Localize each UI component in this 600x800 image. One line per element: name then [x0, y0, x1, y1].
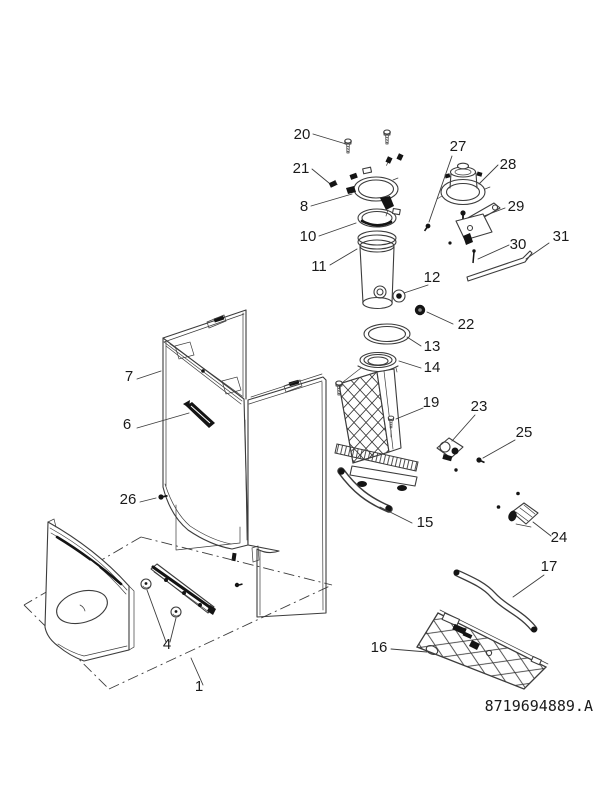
flue-adapter-tube-11	[357, 230, 397, 310]
callout-leader-lines	[136, 133, 552, 686]
igniter-24	[496, 491, 539, 528]
cabinet-shell	[162, 309, 327, 618]
support-bar-17	[453, 569, 538, 633]
tube-side-port	[373, 285, 387, 299]
rod-31	[466, 250, 533, 282]
gasket-ring-13	[363, 323, 411, 345]
callout-12: 12	[424, 269, 441, 286]
document-number: 8719694889.A	[485, 697, 593, 715]
screw-25	[476, 457, 485, 464]
screw-27	[423, 223, 431, 232]
rating-label-sticker	[183, 400, 215, 428]
callout-1: 1	[195, 678, 203, 695]
panel-logo-oval	[56, 589, 108, 625]
callout-11: 11	[311, 258, 327, 275]
bracket-29	[448, 202, 501, 245]
callout-6: 6	[123, 416, 131, 433]
callout-labels: 20 21 8 10 11 27 28 29 30 31 12 22 13 14…	[120, 126, 570, 695]
callout-24: 24	[551, 529, 568, 546]
air-device-28	[436, 162, 491, 221]
callout-20: 20	[294, 126, 311, 143]
callout-30: 30	[510, 236, 527, 253]
base-plate-16	[416, 609, 549, 690]
cabinet-screw	[234, 582, 243, 588]
flue-screws-top	[344, 129, 404, 166]
plug-21	[328, 179, 338, 188]
pin-30	[472, 249, 476, 264]
nut-22	[414, 304, 426, 316]
callout-7: 7	[125, 368, 133, 385]
callout-13: 13	[424, 338, 441, 355]
callout-19: 19	[423, 394, 440, 411]
callout-16: 16	[371, 639, 388, 656]
callout-28: 28	[500, 156, 517, 173]
screw-19	[387, 415, 395, 438]
casing-screw-26	[158, 494, 168, 500]
callout-31: 31	[553, 228, 570, 245]
panel-clips-4	[140, 578, 182, 618]
callout-17: 17	[541, 558, 558, 575]
panel-clip-rail	[150, 563, 216, 615]
flue-gasket-10	[357, 207, 401, 228]
air-duct-14	[334, 351, 419, 491]
callout-15: 15	[417, 514, 434, 531]
callout-8: 8	[300, 198, 308, 215]
callout-14: 14	[424, 359, 441, 376]
callout-4: 4	[163, 636, 171, 653]
callout-26: 26	[120, 491, 137, 508]
valve-23	[436, 437, 464, 472]
front-panel	[44, 518, 135, 662]
callout-22: 22	[458, 316, 475, 333]
callout-27: 27	[450, 138, 467, 155]
callout-25: 25	[516, 424, 533, 441]
callout-10: 10	[300, 228, 317, 245]
callout-23: 23	[471, 398, 488, 415]
callout-29: 29	[508, 198, 525, 215]
grommet-12	[392, 289, 406, 303]
callout-21: 21	[293, 160, 310, 177]
seal-strip-15	[337, 467, 393, 513]
flue-clamp-8	[346, 166, 399, 217]
